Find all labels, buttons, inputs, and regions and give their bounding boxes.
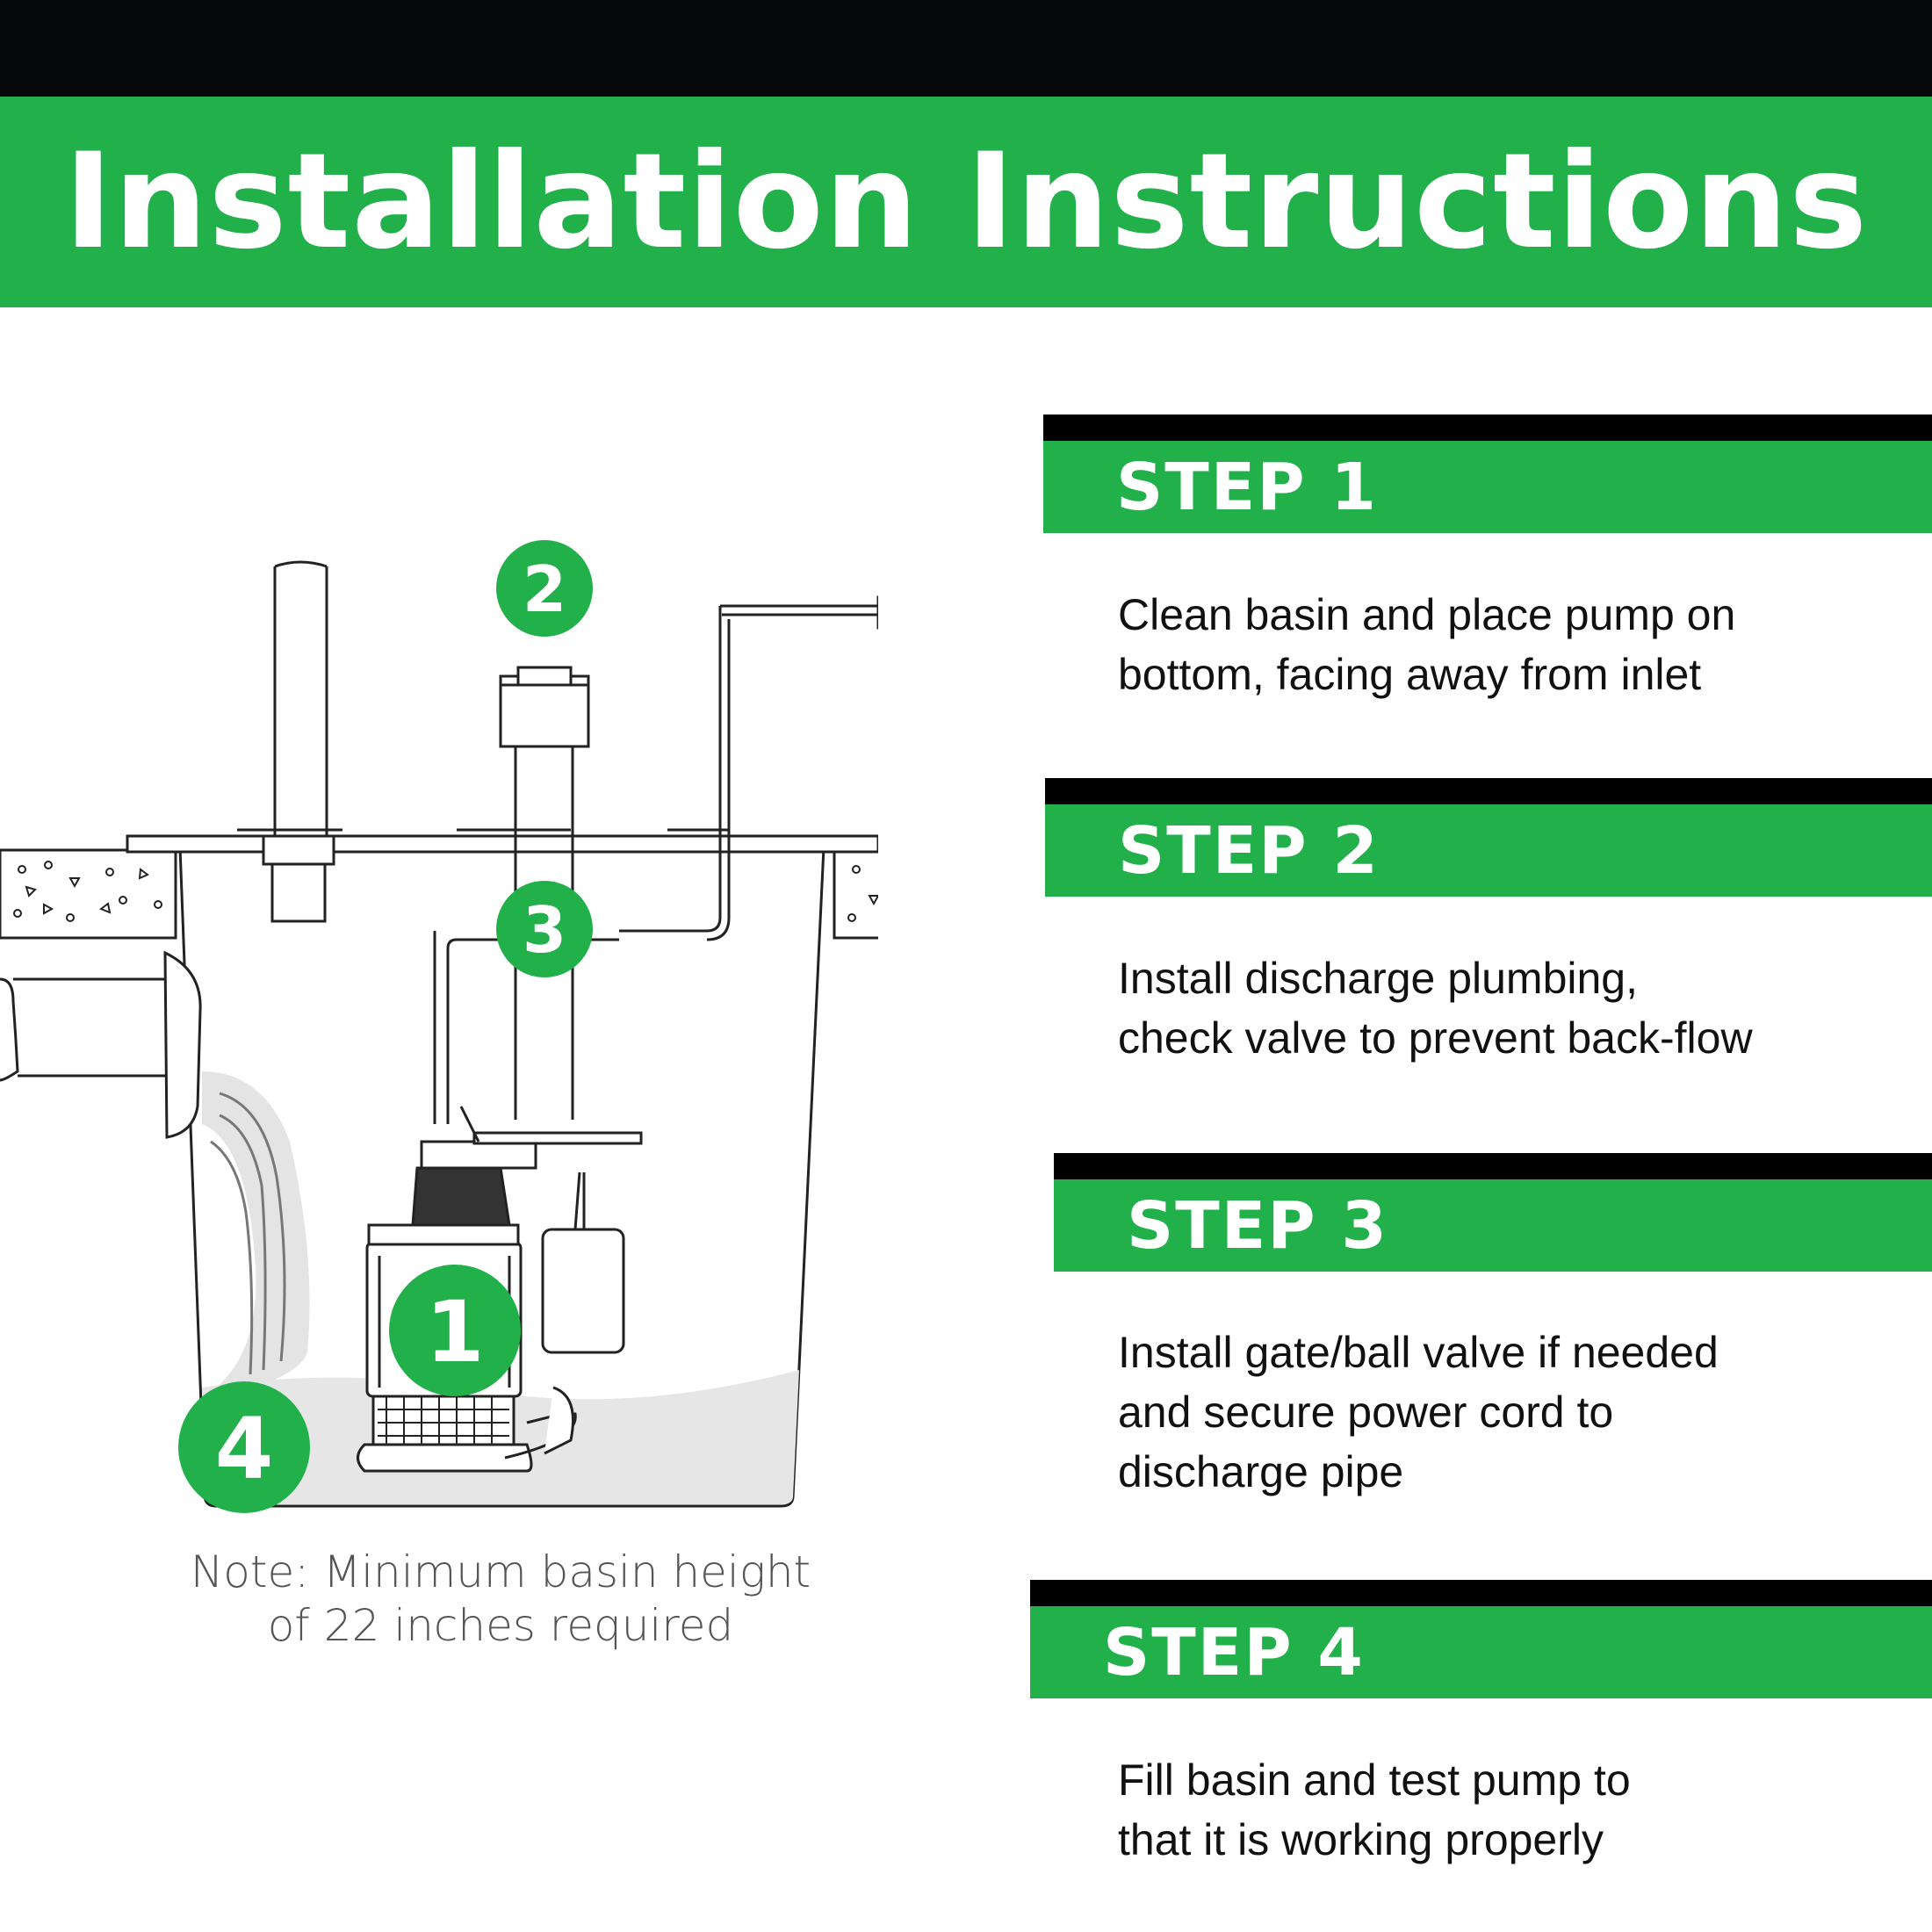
callout-1: 1 [389, 1265, 521, 1396]
step-1-header: STEP 1 [1043, 415, 1932, 533]
left-floor-slab [0, 848, 177, 940]
step-1-line-1: Clean basin and place pump on [1118, 590, 1736, 639]
title-banner: Installation Instructions [0, 97, 1932, 307]
step-2-line-2: check valve to prevent back-flow [1118, 1013, 1753, 1063]
callout-4: 4 [178, 1381, 310, 1513]
step-4-line-2: that it is working properly [1118, 1815, 1604, 1864]
step-3-line-3: discharge pipe [1118, 1447, 1404, 1496]
step-3-line-2: and secure power cord to [1118, 1388, 1614, 1437]
step-1-line-2: bottom, facing away from inlet [1118, 650, 1702, 699]
step-3-header: STEP 3 [1054, 1153, 1932, 1272]
step-4-header: STEP 4 [1030, 1580, 1932, 1698]
step-2-header: STEP 2 [1045, 778, 1932, 897]
inlet-pipe [0, 977, 19, 1082]
step-3-text: Install gate/ball valve if needed and se… [1118, 1323, 1908, 1502]
step-2-label: STEP 2 [1045, 804, 1932, 897]
right-wall-slab [833, 848, 878, 940]
step-4-text: Fill basin and test pump to that it is w… [1118, 1750, 1908, 1870]
power-cord [433, 595, 878, 1124]
step-1-text: Clean basin and place pump on bottom, fa… [1118, 585, 1908, 704]
callout-4-label: 4 [215, 1400, 274, 1498]
step-2-text: Install discharge plumbing, check valve … [1118, 948, 1908, 1068]
sump-pump-diagram: 2 3 1 4 [0, 509, 878, 1563]
check-valve [499, 674, 590, 748]
step-2-line-1: Install discharge plumbing, [1118, 954, 1638, 1003]
callout-2-label: 2 [523, 552, 566, 626]
vent-pipe [273, 566, 328, 836]
step-3-label: STEP 3 [1054, 1179, 1932, 1272]
callout-3-label: 3 [523, 893, 566, 967]
float-switch [541, 1228, 625, 1354]
step-3-line-1: Install gate/ball valve if needed [1118, 1328, 1719, 1377]
callout-1-label: 1 [426, 1283, 485, 1381]
note-line-1: Note: Minimum basin height [190, 1546, 811, 1597]
callout-3: 3 [496, 881, 593, 977]
step-1-label: STEP 1 [1043, 441, 1932, 533]
basin-height-note: Note: Minimum basin height of 22 inches … [132, 1546, 869, 1653]
page-title: Installation Instructions [63, 126, 1869, 278]
note-line-2: of 22 inches required [267, 1600, 734, 1651]
callout-2: 2 [496, 540, 593, 637]
top-black-bar [0, 0, 1932, 97]
step-4-line-1: Fill basin and test pump to [1118, 1755, 1631, 1805]
step-4-label: STEP 4 [1030, 1606, 1932, 1698]
concrete-speckles [13, 861, 878, 922]
basin-lid [126, 834, 878, 854]
